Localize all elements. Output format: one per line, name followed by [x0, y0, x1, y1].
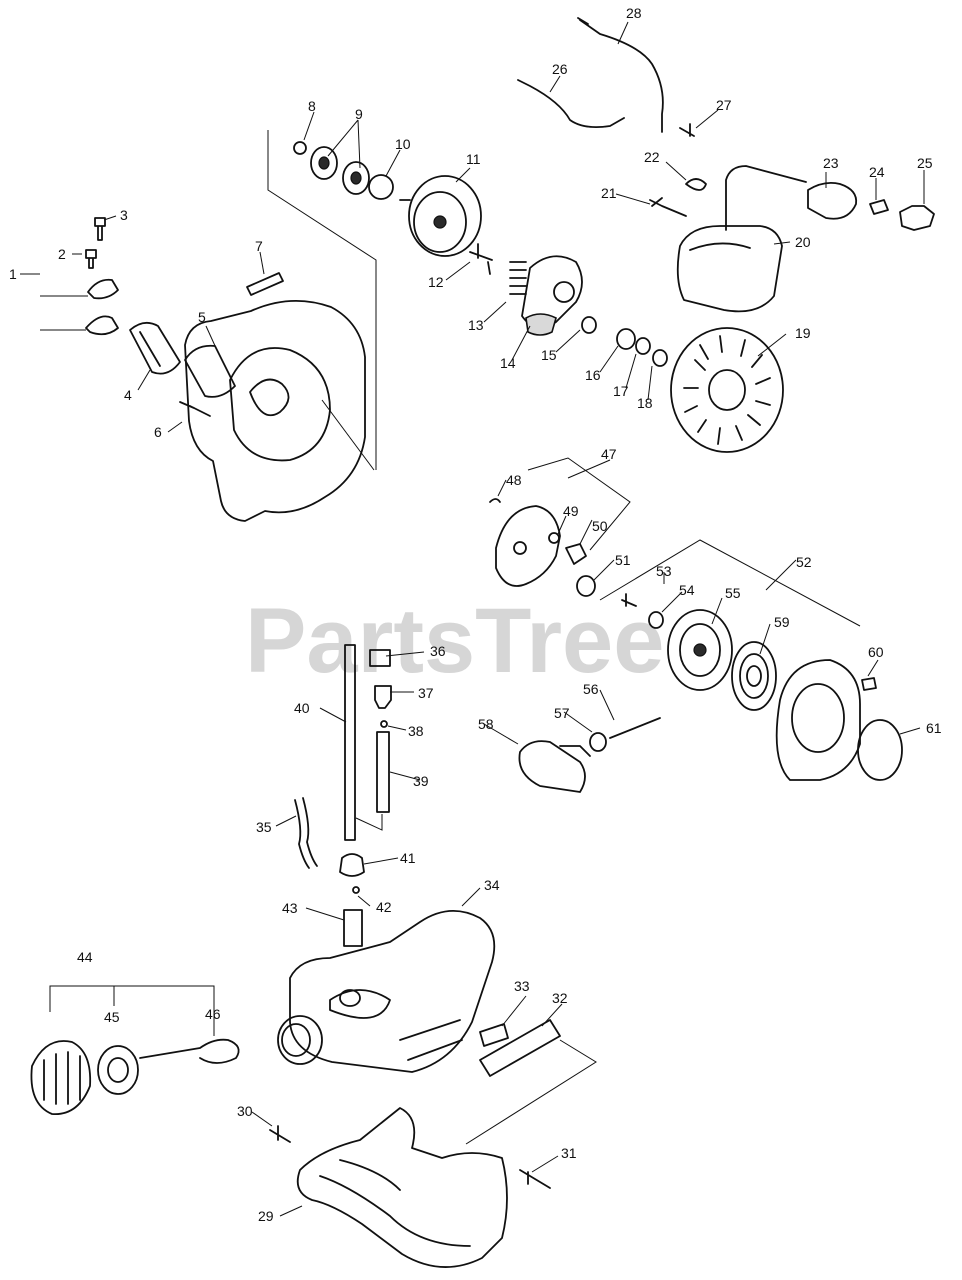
ignition-group — [517, 17, 935, 313]
part-label-28: 28 — [626, 5, 642, 21]
part-label-49: 49 — [563, 503, 579, 519]
starter-group — [489, 457, 903, 793]
part-label-7: 7 — [255, 238, 263, 254]
part-label-55: 55 — [725, 585, 741, 601]
part-label-34: 34 — [484, 877, 500, 893]
part-label-54: 54 — [679, 582, 695, 598]
part-label-4: 4 — [124, 387, 132, 403]
part-label-10: 10 — [395, 136, 411, 152]
part-label-61: 61 — [926, 720, 942, 736]
part-label-58: 58 — [478, 716, 494, 732]
part-label-6: 6 — [154, 424, 162, 440]
part-label-35: 35 — [256, 819, 272, 835]
part-label-41: 41 — [400, 850, 416, 866]
part-label-9: 9 — [355, 106, 363, 122]
part-label-45: 45 — [104, 1009, 120, 1025]
part-label-60: 60 — [868, 644, 884, 660]
part-label-46: 46 — [205, 1006, 221, 1022]
part-label-3: 3 — [120, 207, 128, 223]
part-label-36: 36 — [430, 643, 446, 659]
part-number-labels: 1 2 3 4 5 6 7 8 9 10 11 12 13 14 15 16 1… — [9, 5, 942, 1224]
part-label-48: 48 — [506, 472, 522, 488]
part-label-53: 53 — [656, 563, 672, 579]
part-label-33: 33 — [514, 978, 530, 994]
part-label-47: 47 — [601, 446, 617, 462]
part-label-52: 52 — [796, 554, 812, 570]
part-label-5: 5 — [198, 309, 206, 325]
part-label-2: 2 — [58, 246, 66, 262]
part-label-39: 39 — [413, 773, 429, 789]
part-label-17: 17 — [613, 383, 629, 399]
part-label-27: 27 — [716, 97, 732, 113]
leader-lines — [20, 21, 925, 1217]
part-label-50: 50 — [592, 518, 608, 534]
part-label-16: 16 — [585, 367, 601, 383]
part-label-44: 44 — [77, 949, 93, 965]
part-label-21: 21 — [601, 185, 617, 201]
part-label-1: 1 — [9, 266, 17, 282]
part-label-57: 57 — [554, 705, 570, 721]
part-label-59: 59 — [774, 614, 790, 630]
part-label-20: 20 — [795, 234, 811, 250]
part-label-8: 8 — [308, 98, 316, 114]
part-label-37: 37 — [418, 685, 434, 701]
watermark-text: PartsTree — [245, 590, 664, 692]
part-label-12: 12 — [428, 274, 444, 290]
part-label-23: 23 — [823, 155, 839, 171]
part-label-14: 14 — [500, 355, 516, 371]
fuel-group — [30, 644, 597, 1268]
clutch-housing-group — [85, 130, 784, 522]
part-label-22: 22 — [644, 149, 660, 165]
part-label-40: 40 — [294, 700, 310, 716]
part-label-38: 38 — [408, 723, 424, 739]
part-label-56: 56 — [583, 681, 599, 697]
part-label-18: 18 — [637, 395, 653, 411]
part-label-32: 32 — [552, 990, 568, 1006]
part-label-43: 43 — [282, 900, 298, 916]
part-label-15: 15 — [541, 347, 557, 363]
part-label-11: 11 — [466, 151, 481, 167]
part-label-25: 25 — [917, 155, 933, 171]
part-label-51: 51 — [615, 552, 631, 568]
part-label-19: 19 — [795, 325, 811, 341]
part-label-31: 31 — [561, 1145, 577, 1161]
part-label-29: 29 — [258, 1208, 274, 1224]
part-label-42: 42 — [376, 899, 392, 915]
part-label-30: 30 — [237, 1103, 253, 1119]
part-label-24: 24 — [869, 164, 885, 180]
part-label-13: 13 — [468, 317, 484, 333]
part-label-26: 26 — [552, 61, 568, 77]
